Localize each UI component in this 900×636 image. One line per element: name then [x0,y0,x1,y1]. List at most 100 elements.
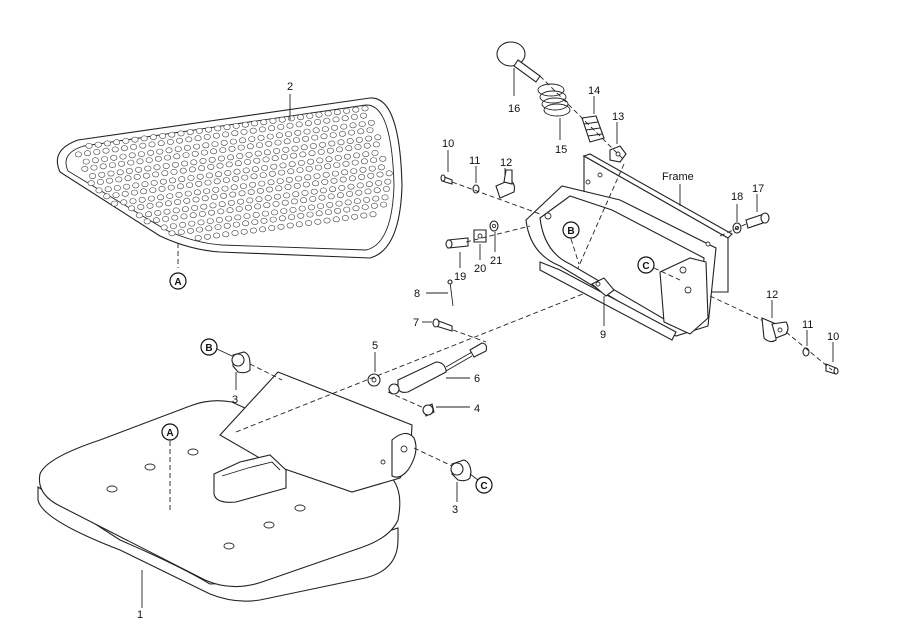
mat-dot [208,209,216,216]
mat-dot [179,167,187,174]
callout-b-left-text: B [205,343,212,354]
mat-dot [292,191,300,198]
mat-dot [246,197,254,204]
mat-dot [149,187,157,193]
mat-dot [143,218,151,225]
mat-dot [165,147,173,154]
part-label-14: 14 [588,85,600,97]
mat-dot [120,145,128,152]
mat-dot [205,225,213,232]
mat-dot [152,217,160,224]
mat-dot [321,126,329,133]
mat-dot [213,178,221,185]
mat-dot [312,180,320,187]
mat-dot [361,105,369,112]
mat-dot [133,173,141,180]
mat-dot [330,177,338,184]
mat-dot [369,211,377,218]
nut-part-13 [609,145,627,163]
mat-dot [286,122,294,129]
mat-dot [91,157,99,164]
mat-dot [301,189,309,196]
mat-dot [130,189,138,196]
mat-dot [174,146,182,152]
mat-dot [220,139,228,146]
mat-dot [363,196,371,203]
mat-dot [120,199,128,206]
mat-dot [303,128,311,135]
mat-dot [95,187,103,194]
bolt-part-7 [432,318,453,332]
mat-dot [191,204,199,211]
mat-dot [306,113,314,119]
bolt-part-17 [745,212,770,229]
part-label-5: 5 [372,340,378,352]
mat-dot [300,197,308,204]
mat-dot [362,151,370,158]
mat-dot [350,114,358,120]
mat-dot [140,135,148,142]
mat-dot [327,193,335,200]
mat-dot [145,211,153,218]
mat-dot [268,125,276,132]
part-label-8: 8 [414,288,420,300]
mat-dot [231,230,239,236]
callout-a-pedal: A [161,423,179,441]
mat-dot [229,191,237,198]
mat-dot [291,145,299,152]
mat-dot [177,229,185,235]
mat-dot [112,192,120,198]
part-label-9: 9 [600,329,606,341]
mat-dot [237,198,245,205]
mat-dot [259,226,267,233]
mat-dot [241,174,249,181]
mat-dot [210,148,218,155]
part-label-3a: 3 [232,394,238,406]
mat-dot [240,228,248,235]
mat-dot [207,163,215,170]
mat-dot [341,115,349,122]
mat-dot [324,209,332,215]
part-label-11b: 11 [802,319,813,331]
mat-dot [103,193,111,200]
mat-dot [221,185,229,192]
mat-dot [304,120,312,127]
mat-dot [338,184,346,191]
mat-dot [289,206,297,213]
mat-dot [208,156,216,163]
mat-dot [168,230,176,237]
mat-dot [139,142,147,149]
mat-dot [370,202,378,209]
mat-part-2 [56,97,403,259]
mat-dot [323,217,331,224]
mat-dot [94,141,102,148]
mat-dot [214,224,222,230]
mat-dot [249,127,257,134]
mat-dot [228,145,236,152]
mat-dot [244,158,252,165]
mat-dot [173,153,181,160]
mat-dot [367,119,375,126]
mat-dot [244,204,252,211]
mat-dot [225,215,233,222]
mat-dot [263,202,271,209]
mat-dot [232,221,240,228]
knob-part-16 [496,41,541,83]
mat-dot [177,130,185,137]
mat-dot [127,159,135,166]
mat-dot [168,131,176,138]
mat-dot [200,149,208,156]
mat-dot [273,193,281,200]
mat-dot [199,158,207,164]
mat-dot [154,155,162,162]
mat-dot [205,172,213,179]
mat-dot [374,134,382,141]
mat-dot [280,153,288,160]
mat-dot [103,140,111,147]
mat-dot [166,193,174,199]
mat-dot [128,205,136,212]
mat-dot [320,133,328,140]
mat-dot [324,110,332,117]
mat-dot [354,143,362,150]
mat-dot [278,215,286,222]
